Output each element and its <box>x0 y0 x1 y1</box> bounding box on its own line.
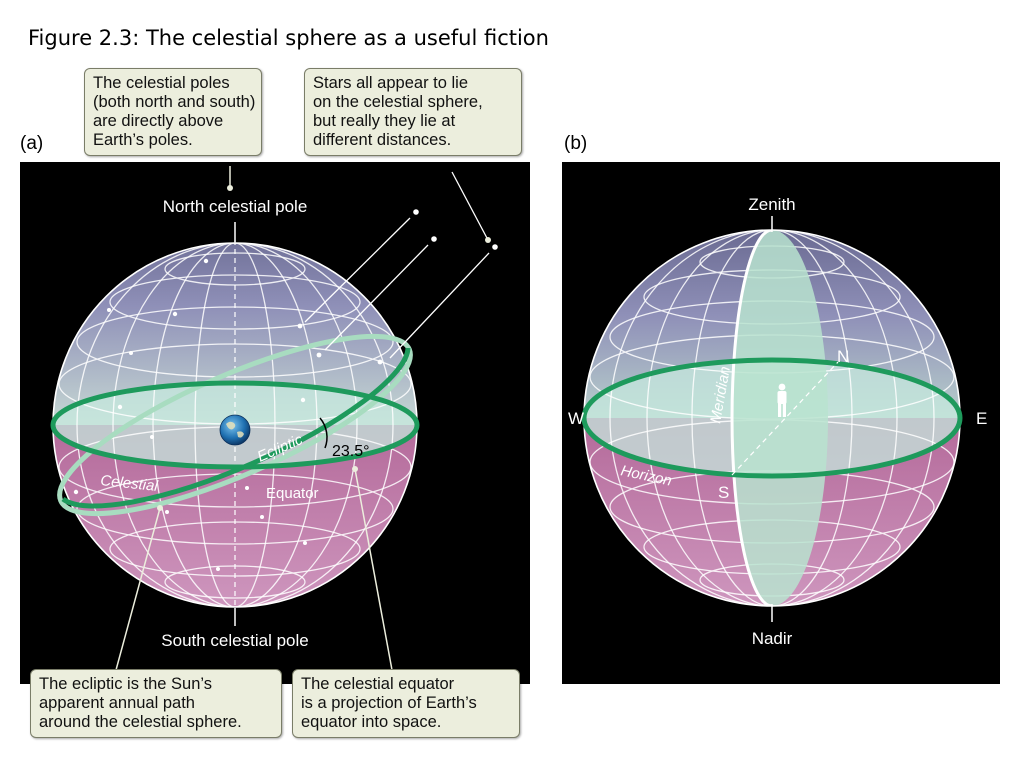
tilt-angle-arc <box>319 417 328 449</box>
callout-line: are directly above <box>93 112 224 130</box>
callout-line: The celestial poles <box>93 74 230 92</box>
longitude-lines <box>76 243 394 607</box>
panel-b-horizon-sphere: Zenith Nadir W E N S Meridian Horizon <box>562 162 1000 684</box>
east-label: E <box>976 409 987 428</box>
callout-line: is a projection of Earth’s <box>301 694 477 712</box>
stars-callout-dot <box>485 237 491 243</box>
panel-a-celestial-sphere: 23.5° North celestial pole South celesti… <box>20 162 530 684</box>
callout-line: The celestial equator <box>301 675 455 693</box>
callout-line: (both north and south) <box>93 93 256 111</box>
panel-b-label: (b) <box>564 133 588 154</box>
callout-stars-distance: Stars all appear to lie on the celestial… <box>304 68 522 156</box>
celestial-sphere-diagram: 23.5° North celestial pole South celesti… <box>50 166 498 671</box>
west-label: W <box>568 409 584 428</box>
callout-line: around the celestial sphere. <box>39 713 242 731</box>
horizon-sphere-diagram: Zenith Nadir W E N S Meridian Horizon <box>568 195 987 648</box>
callout-ecliptic: The ecliptic is the Sun’s apparent annua… <box>30 669 282 738</box>
callout-line: equator into space. <box>301 713 442 731</box>
callout-celestial-poles: The celestial poles (both north and sout… <box>84 68 262 156</box>
callout-leader-lines <box>115 166 393 671</box>
ecliptic-callout-dot <box>157 505 163 511</box>
equator-callout-dot <box>352 466 358 472</box>
callout-line: but really they lie at <box>313 112 456 130</box>
south-label: S <box>718 483 729 502</box>
longitude-lines-b <box>609 230 935 606</box>
meridian-plane <box>732 230 828 606</box>
callout-line: apparent annual path <box>39 694 195 712</box>
earth-continents <box>226 421 244 438</box>
panel-a-label: (a) <box>20 133 44 154</box>
equator-label: Equator <box>266 485 319 502</box>
callout-line: on the celestial sphere, <box>313 93 483 111</box>
north-south-line <box>731 361 839 476</box>
observer-icon <box>777 383 787 417</box>
celestial-label: Celestial <box>100 472 160 495</box>
north-label: N <box>837 347 849 366</box>
horizon-ring <box>581 357 963 479</box>
celestial-equator-ring <box>50 380 420 470</box>
meridian-line <box>730 230 773 606</box>
callout-line: The ecliptic is the Sun’s <box>39 675 213 693</box>
north-celestial-pole-label: North celestial pole <box>163 197 308 216</box>
south-celestial-pole-label: South celestial pole <box>161 631 308 650</box>
star-pointer-lines <box>304 171 490 359</box>
nadir-label: Nadir <box>752 629 793 648</box>
stars <box>73 209 498 571</box>
ecliptic-front-arc <box>61 347 411 509</box>
earth-icon <box>219 414 251 446</box>
poles-callout-dot <box>227 185 233 191</box>
zenith-label: Zenith <box>748 195 795 214</box>
figure-title: Figure 2.3: The celestial sphere as a us… <box>28 26 549 50</box>
callout-line: different distances. <box>313 131 452 149</box>
callout-celestial-equator: The celestial equator is a projection of… <box>292 669 520 738</box>
callout-line: Earth’s poles. <box>93 131 193 149</box>
tilt-angle-label: 23.5° <box>332 443 370 460</box>
callout-line: Stars all appear to lie <box>313 74 469 92</box>
